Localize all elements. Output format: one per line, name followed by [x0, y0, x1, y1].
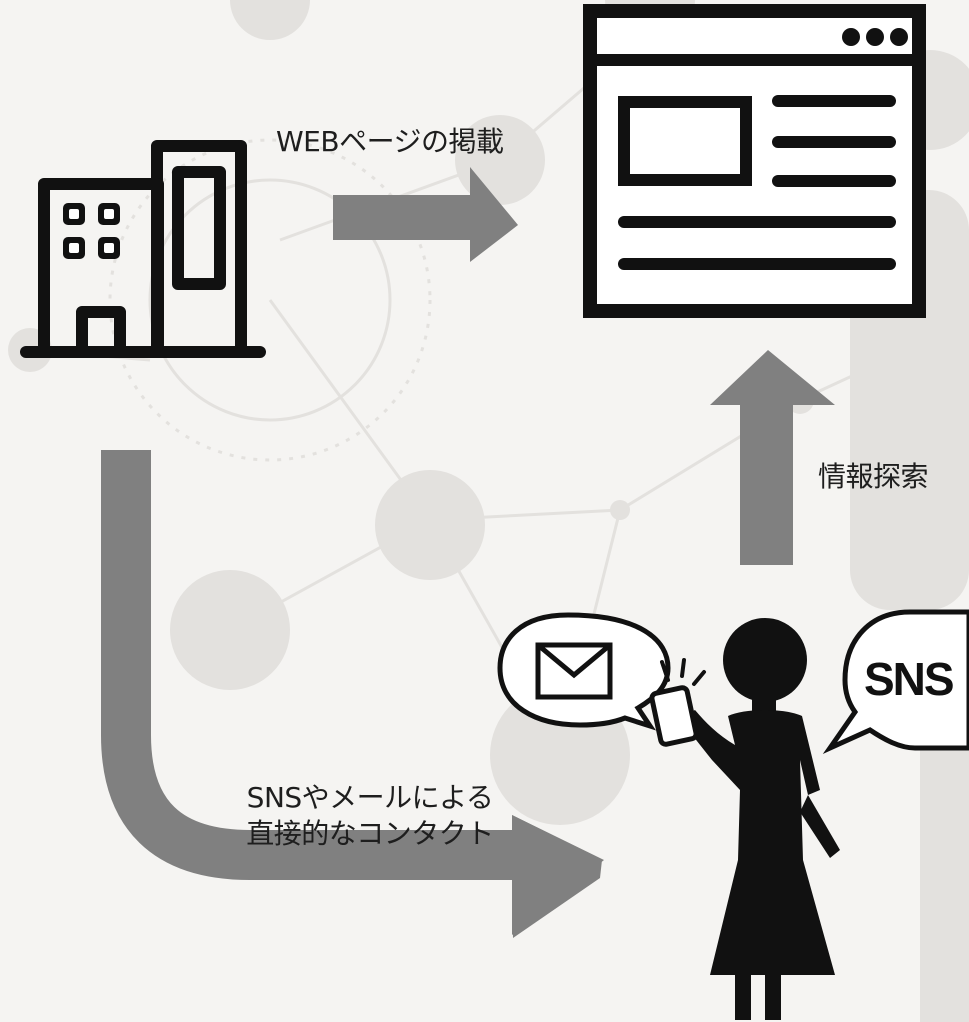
label-web-publish: WEBページの掲載 [276, 125, 504, 158]
arrow-up-info-search [710, 350, 835, 565]
smartphone-icon [649, 685, 699, 747]
arrow-curve-direct-contact [101, 450, 604, 938]
mail-envelope-icon [535, 642, 613, 700]
label-info-search: 情報探索 [818, 460, 929, 493]
arrow-right-to-web [333, 167, 518, 262]
label-direct-contact: SNSやメールによる 直接的なコンタクト [220, 780, 520, 852]
label-direct-contact-line1: SNSやメールによる [246, 781, 494, 814]
label-direct-contact-line2: 直接的なコンタクト [246, 817, 494, 850]
sns-bubble-text: SNS [864, 653, 955, 705]
